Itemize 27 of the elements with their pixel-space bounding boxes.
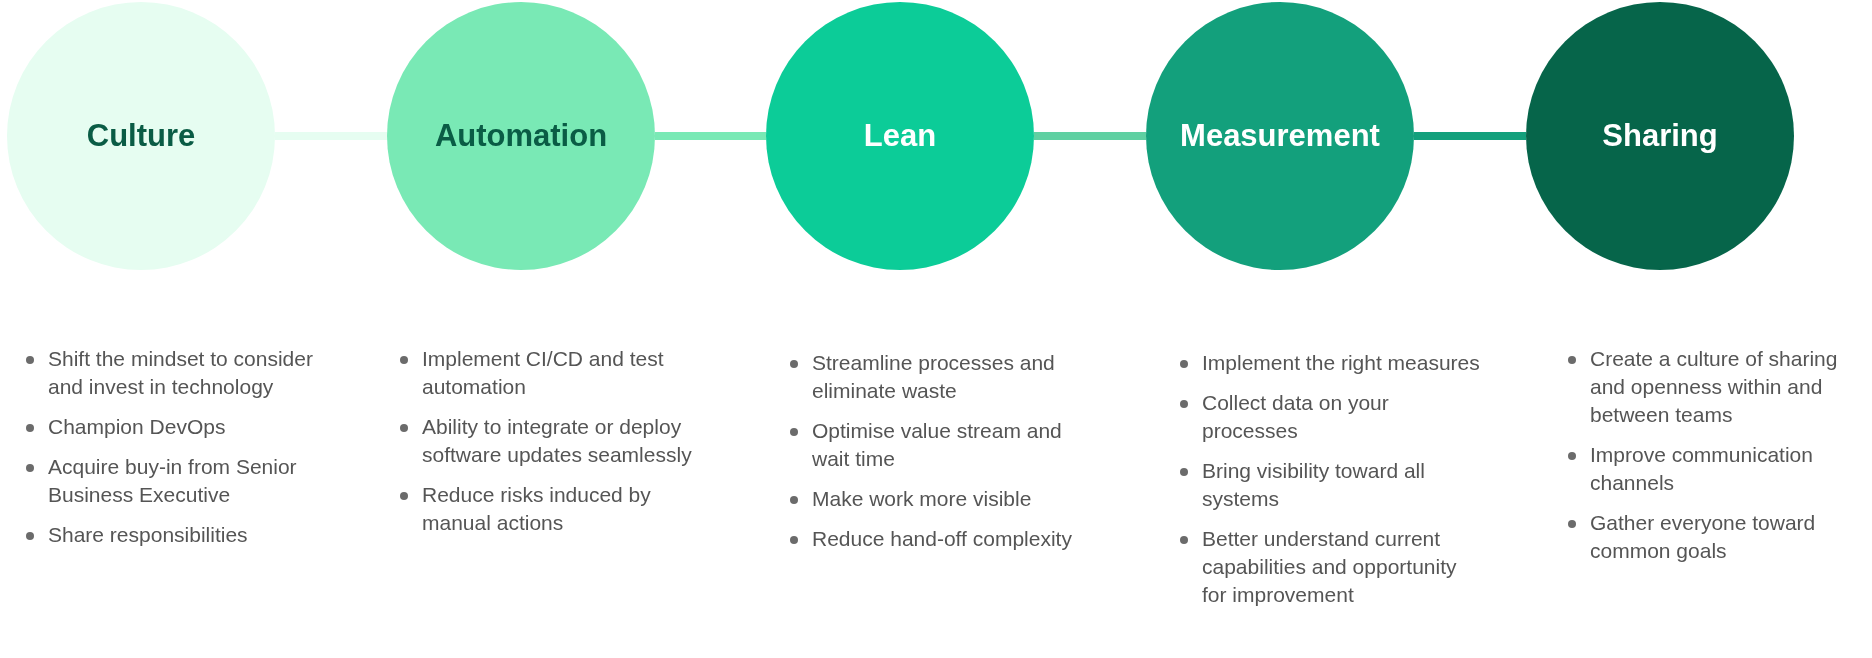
list-item: Bring visibility toward all systems [1202,458,1426,512]
connector-line [1034,132,1146,140]
list-item: Champion DevOps [48,414,226,440]
list-item: Shift the mindset to consider and invest in technology [48,346,314,400]
list-item: Implement the right measures [1202,350,1480,376]
list-item: Make work more visible [812,486,1032,512]
stage-title: Automation [434,116,608,155]
stage-title: Sharing [1602,116,1718,155]
list-item: Improve communication channels [1590,442,1814,496]
stage-title: Culture [86,116,196,155]
connector-line [275,132,387,140]
connector-line [1414,132,1526,140]
list-item: Streamline processes and eliminate waste [812,350,1056,404]
list-item: Create a culture of sharing and openness within and between teams [1590,346,1839,428]
list-item: Collect data on your processes [1202,390,1390,444]
list-item: Acquire buy-in from Senior Business Executive [48,454,298,508]
list-item: Gather everyone toward common goals [1590,510,1817,564]
list-item: Optimise value stream and wait time [812,418,1063,472]
list-item: Ability to integrate or deploy software updates seamlessly [422,414,693,468]
list-item: Reduce risks induced by manual actions [422,482,652,536]
connector-line [655,132,766,140]
list-item: Share responsibilities [48,522,248,548]
list-item: Implement CI/CD and test automation [422,346,665,400]
stage-title: Measurement [1180,116,1380,155]
list-item: Reduce hand-off complexity [812,526,1072,552]
list-item: Better understand current capabilities and opportunity for improvement [1202,526,1458,608]
stage-title: Lean [863,116,937,155]
